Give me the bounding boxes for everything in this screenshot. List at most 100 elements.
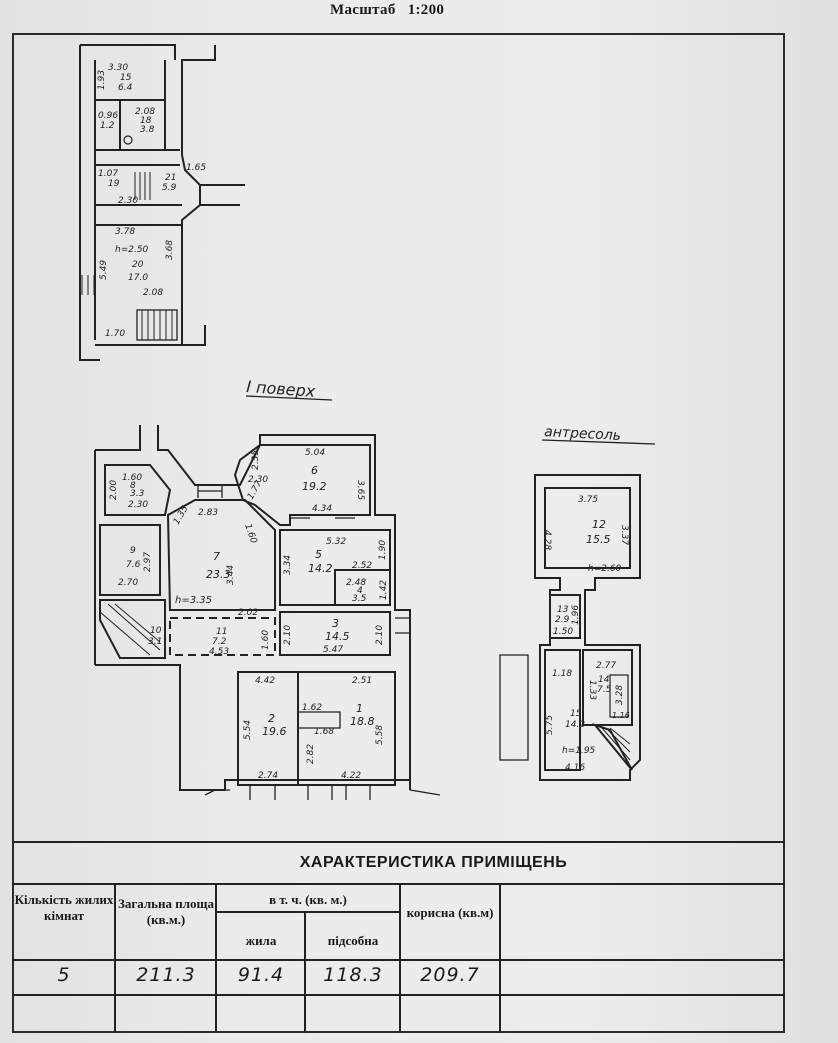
- top-room18-area: 3.8: [140, 125, 155, 135]
- room5-dim-right: 1.90: [378, 540, 388, 560]
- room9-num: 9: [130, 546, 136, 556]
- room8-dim-bottom: 2.30: [128, 500, 148, 510]
- room10-num: 10: [150, 626, 162, 636]
- room8-dim-left: 2.00: [109, 480, 119, 500]
- room9-dim-right: 2.97: [143, 552, 153, 572]
- floor-1-plan: [94, 425, 441, 800]
- room3-dim-left: 2.10: [283, 625, 293, 645]
- room1-dim-top: 2.51: [352, 676, 372, 686]
- top-room20-num: 20: [132, 260, 144, 270]
- top-plan: [79, 44, 245, 361]
- room7-height: h=3.35: [175, 595, 212, 606]
- room12-height: h=2.60: [588, 564, 622, 574]
- room14-dim-small: 1.16: [612, 711, 630, 720]
- room3-num: 3: [332, 617, 339, 630]
- room12-num: 12: [592, 518, 606, 531]
- room1-dim-inner2: 1.68: [314, 727, 334, 737]
- room6-dim-top: 5.04: [305, 448, 325, 458]
- room6-area: 19.2: [302, 480, 327, 493]
- room5-dim-top: 5.32: [326, 537, 346, 547]
- room1-dim-bottom: 4.22: [341, 771, 361, 781]
- room11-dim-bottom: 4.53: [209, 647, 229, 657]
- top-dim-9: 5.49: [99, 260, 109, 280]
- top-dim-12: 1.93: [97, 70, 107, 90]
- room10-area: 3.1: [148, 637, 162, 647]
- header-incl: в т. ч. (кв. м.): [269, 892, 347, 907]
- room2-area: 19.6: [262, 725, 287, 738]
- room15-dim-left: 5.75: [545, 715, 555, 735]
- mezzanine-title: антресоль: [544, 424, 622, 444]
- room7-area: 23.3: [206, 568, 231, 581]
- room12-dim-left: 4.28: [542, 530, 552, 550]
- room5-num: 5: [315, 548, 322, 561]
- room14-dim-top: 2.77: [596, 661, 616, 671]
- room8-num: 8: [130, 481, 136, 491]
- room1-dim-inner1: 1.62: [302, 703, 322, 713]
- top-room21-area: 5.9: [162, 183, 177, 193]
- room11-area: 7.2: [212, 637, 227, 647]
- room2-dim-bottom: 2.74: [258, 771, 278, 781]
- top-dim-1: 3.30: [108, 63, 128, 73]
- room6-num: 6: [311, 464, 318, 477]
- room4-dim-top: 2.48: [346, 578, 366, 588]
- top-dim-4: 1.2: [100, 121, 115, 131]
- room6-dim-left: 2.35: [251, 450, 261, 470]
- room4-dim-right: 1.42: [379, 580, 389, 600]
- room14-dim-right: 3.28: [615, 685, 625, 705]
- drawing-frame: [12, 33, 785, 1033]
- room1-dim-inner3: 2.82: [306, 744, 316, 764]
- room3-dim-right: 2.10: [375, 625, 385, 645]
- room2-dim-top: 4.42: [255, 676, 275, 686]
- top-dim-3: 0.96: [98, 111, 118, 121]
- room15-dim-bottom: 4.16: [565, 763, 585, 773]
- top-room21-num: 21: [165, 173, 176, 183]
- room5-area: 14.2: [308, 562, 333, 575]
- room5-dim-left: 3.34: [283, 555, 293, 575]
- scale-label: Масштаб 1:200: [330, 2, 444, 19]
- top-dim-13: 1.65: [186, 163, 206, 173]
- room13-num: 13: [557, 605, 569, 615]
- room11-num: 11: [216, 627, 227, 637]
- room3-dim-bottom: 5.47: [323, 645, 343, 655]
- top-room15-area: 6.4: [118, 83, 133, 93]
- top-dim-11: 1.70: [105, 329, 125, 339]
- top-dim-2: 2.08: [135, 107, 155, 117]
- value-total: 211.3: [136, 964, 196, 986]
- header-living: жила: [245, 933, 277, 948]
- room15-num: 15: [570, 709, 582, 719]
- room14-dim-side: 1.18: [552, 669, 572, 679]
- top-dim-7: 3.78: [115, 227, 135, 237]
- room9-area: 7.6: [126, 560, 141, 570]
- room12-area: 15.5: [586, 533, 611, 546]
- room7-dim-top: 2.83: [198, 508, 218, 518]
- table-grid: [12, 841, 785, 1033]
- room15-area: 14.2: [565, 720, 585, 730]
- room6-dim-right: 3.65: [355, 480, 365, 500]
- scale-value: 1:200: [407, 2, 445, 18]
- room9-dim-bottom: 2.70: [118, 578, 138, 588]
- top-room18-num: 18: [140, 116, 152, 126]
- room13-area: 2.9: [555, 615, 570, 625]
- value-useful: 209.7: [420, 964, 480, 986]
- header-rooms: Кількість жилих кімнат: [14, 892, 114, 923]
- room14-num: 14: [598, 675, 610, 685]
- top-dim-8: 3.68: [165, 240, 175, 260]
- scale-word: Масштаб: [330, 2, 396, 18]
- room8-dim-top: 1.60: [122, 473, 142, 483]
- mezzanine-plan: [499, 474, 641, 781]
- room7-dim-corner: 1.35: [172, 504, 191, 527]
- value-aux: 118.3: [323, 964, 383, 986]
- top-room19-num: 19: [108, 179, 120, 189]
- room12-dim-top: 3.75: [578, 495, 598, 505]
- room15-height: h=1.95: [562, 746, 596, 756]
- header-aux: підсобна: [327, 933, 379, 948]
- value-living: 91.4: [237, 964, 285, 986]
- top-height: h=2.50: [115, 245, 149, 255]
- room13-dim-bottom: 1.50: [553, 627, 573, 637]
- table-title: ХАРАКТЕРИСТИКА ПРИМІЩЕНЬ: [299, 854, 568, 871]
- room11-dim-right: 1.60: [261, 630, 271, 650]
- top-dim-5: 1.07: [98, 169, 118, 179]
- room7-dim-bottom: 2.02: [238, 608, 258, 618]
- top-room15-num: 15: [120, 73, 132, 83]
- room14-dim-left: 1.33: [587, 680, 597, 700]
